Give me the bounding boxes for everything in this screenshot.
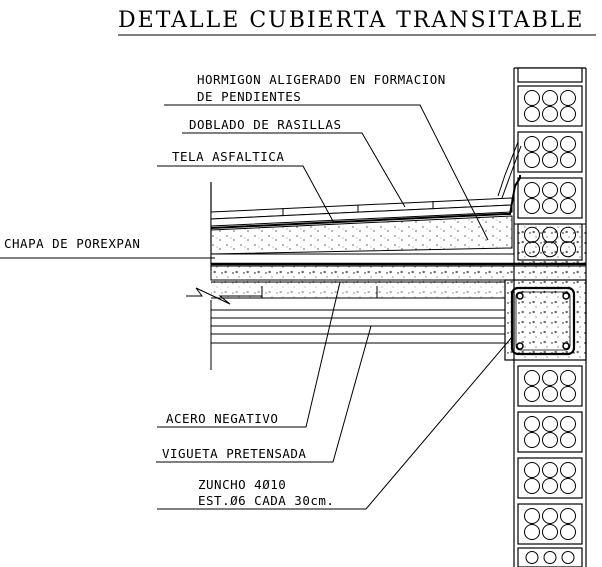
leader-doblado <box>182 132 406 208</box>
brick-hole <box>542 416 558 432</box>
brick-hole <box>542 136 558 152</box>
brick-hole <box>542 386 558 402</box>
label-chapa: CHAPA DE POREXPAN <box>4 236 140 251</box>
brick-hole <box>542 462 558 478</box>
brick-hole <box>524 416 540 432</box>
roof-build-up <box>210 141 587 270</box>
brick-hole <box>525 551 539 564</box>
label-zuncho-line1: ZUNCHO 4Ø10 <box>198 477 286 492</box>
label-hormigon-line1: HORMIGON ALIGERADO EN FORMACION <box>197 72 446 87</box>
brick-hole <box>542 508 558 524</box>
label-acero: ACERO NEGATIVO <box>166 411 278 426</box>
brick-hole <box>524 136 540 152</box>
brick-hole <box>542 370 558 386</box>
ring-beam <box>504 279 587 361</box>
brick-hole <box>560 524 576 540</box>
drawing-title: DETALLE CUBIERTA TRANSITABLE <box>118 8 584 33</box>
brick-hole <box>560 182 576 198</box>
brick-units <box>517 67 583 567</box>
leader-vigueta <box>156 325 372 463</box>
brick-hole <box>560 462 576 478</box>
brick-hole <box>560 386 576 402</box>
brick-hole <box>560 106 576 122</box>
brick-hole <box>542 152 558 168</box>
brick <box>517 547 583 567</box>
brick-hole <box>542 198 558 214</box>
brick-hole <box>560 198 576 214</box>
brick-hole <box>524 106 540 122</box>
leader-hormigon <box>164 104 489 241</box>
brick-hole <box>543 551 557 564</box>
brick-hole <box>542 524 558 540</box>
brick-hole <box>542 106 558 122</box>
brick-hole <box>524 524 540 540</box>
brick-hole <box>560 508 576 524</box>
label-doblado: DOBLADO DE RASILLAS <box>189 117 342 132</box>
brick-hole <box>560 370 576 386</box>
brick-hole <box>524 370 540 386</box>
brick-hole <box>524 182 540 198</box>
brick-hole <box>560 432 576 448</box>
brick-hole <box>560 152 576 168</box>
brick-hole <box>560 478 576 494</box>
label-tela: TELA ASFALTICA <box>172 149 284 164</box>
leader-tela <box>157 165 335 224</box>
brick-hole <box>524 462 540 478</box>
leader-acero <box>157 281 341 428</box>
brick-hole <box>524 432 540 448</box>
label-hormigon-line2: DE PENDIENTES <box>197 89 301 104</box>
floor-slab <box>186 265 587 370</box>
label-zuncho-line2: EST.Ø6 CADA 30cm. <box>198 493 334 508</box>
brick-hole <box>524 90 540 106</box>
brick-hole <box>524 478 540 494</box>
brick-hole <box>542 478 558 494</box>
brick-hole <box>542 182 558 198</box>
brick-hole <box>524 386 540 402</box>
label-vigueta: VIGUETA PRETENSADA <box>162 446 306 461</box>
brick-hole <box>542 90 558 106</box>
brick-hole <box>524 198 540 214</box>
brick-hole <box>524 508 540 524</box>
brick-hole <box>561 551 575 564</box>
leader-zuncho <box>157 336 513 510</box>
brick-hole <box>560 416 576 432</box>
brick-hole <box>542 432 558 448</box>
brick-hole <box>560 90 576 106</box>
brick-hole <box>560 136 576 152</box>
brick-hole <box>524 152 540 168</box>
brick <box>517 67 583 83</box>
